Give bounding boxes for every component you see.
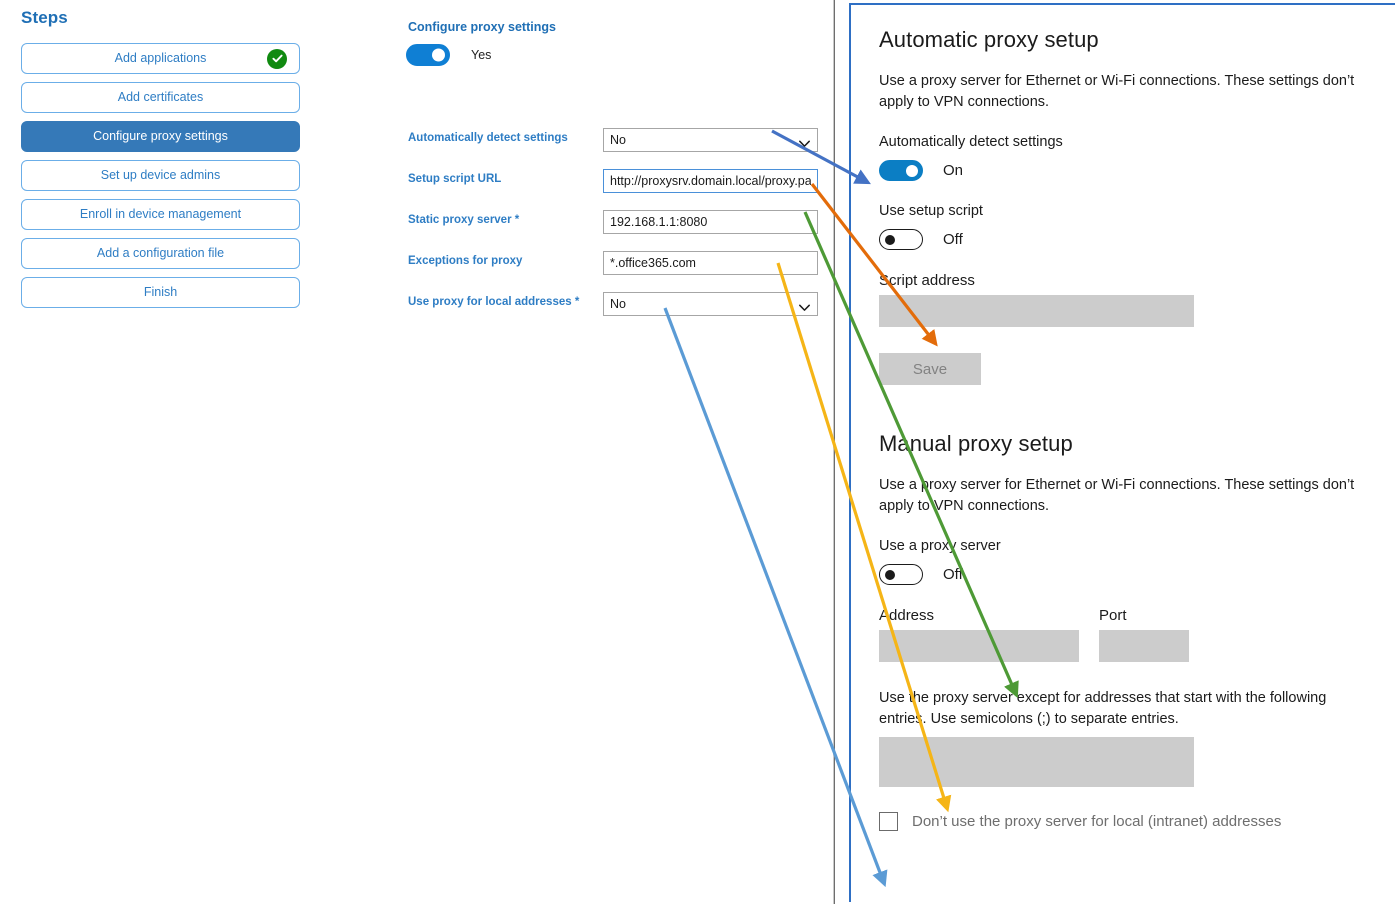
field-row-setup-script-url: Setup script URL http://proxysrv.domain.… xyxy=(320,169,834,210)
bypass-local-addresses-row: Don’t use the proxy server for local (in… xyxy=(879,812,1395,832)
script-address-input[interactable] xyxy=(879,295,1194,328)
port-column: Port xyxy=(1099,607,1189,663)
exceptions-input[interactable] xyxy=(879,737,1194,788)
address-column: Address xyxy=(879,607,1079,663)
step-label: Finish xyxy=(143,285,178,300)
use-setup-script-state: Off xyxy=(943,231,963,249)
input-value: http://proxysrv.domain.local/proxy.pa xyxy=(610,174,811,188)
form-heading: Configure proxy settings xyxy=(408,20,556,34)
configure-proxy-toggle-row: Yes xyxy=(406,44,491,66)
input-value: *.office365.com xyxy=(610,256,696,270)
steps-list: Add applications Add certificates Config… xyxy=(21,43,300,316)
toggle-knob xyxy=(432,48,445,62)
step-label: Add certificates xyxy=(117,90,204,105)
exceptions-for-proxy-input[interactable]: *.office365.com xyxy=(603,251,818,275)
sidebar-step-enroll-in-device-management[interactable]: Enroll in device management xyxy=(21,199,300,230)
automatically-detect-settings-toggle-row: On xyxy=(879,160,1395,182)
sidebar-step-add-applications[interactable]: Add applications xyxy=(21,43,300,74)
sidebar-step-add-a-configuration-file[interactable]: Add a configuration file xyxy=(21,238,300,269)
bypass-local-addresses-label: Don’t use the proxy server for local (in… xyxy=(912,813,1282,831)
field-label: Exceptions for proxy xyxy=(408,255,523,267)
address-label: Address xyxy=(879,607,935,625)
field-label: Setup script URL xyxy=(408,173,502,185)
manual-proxy-setup-heading: Manual proxy setup xyxy=(879,431,1073,457)
sidebar-step-finish[interactable]: Finish xyxy=(21,277,300,308)
automatic-proxy-description: Use a proxy server for Ethernet or Wi-Fi… xyxy=(879,73,1355,110)
automatically-detect-settings-select[interactable]: No xyxy=(603,128,818,152)
port-label: Port xyxy=(1099,607,1127,625)
select-value: No xyxy=(610,297,626,311)
proxy-form-panel: Configure proxy settings Yes Automatical… xyxy=(320,0,834,904)
script-address-label: Script address xyxy=(879,272,975,290)
use-a-proxy-server-state: Off xyxy=(943,566,963,584)
field-label: Use proxy for local addresses * xyxy=(408,296,580,308)
step-label: Add applications xyxy=(114,51,207,66)
exceptions-description: Use the proxy server except for addresse… xyxy=(879,690,1327,727)
field-row-exceptions-for-proxy: Exceptions for proxy *.office365.com xyxy=(320,251,834,292)
required-asterisk: * xyxy=(571,296,580,308)
bypass-local-addresses-checkbox[interactable] xyxy=(879,812,898,832)
configure-proxy-toggle[interactable] xyxy=(406,44,450,66)
sidebar-step-set-up-device-admins[interactable]: Set up device admins xyxy=(21,160,300,191)
chevron-down-icon xyxy=(799,137,810,147)
use-a-proxy-server-toggle[interactable] xyxy=(879,564,923,586)
use-setup-script-label: Use setup script xyxy=(879,203,983,220)
step-label: Enroll in device management xyxy=(79,207,242,222)
steps-panel: Steps Add applications Add certificates … xyxy=(0,0,320,904)
sidebar-step-add-certificates[interactable]: Add certificates xyxy=(21,82,300,113)
address-input[interactable] xyxy=(879,630,1079,663)
steps-panel-title: Steps xyxy=(21,8,68,27)
static-proxy-server-input[interactable]: 192.168.1.1:8080 xyxy=(603,210,818,234)
automatically-detect-settings-state: On xyxy=(943,162,964,180)
field-row-use-proxy-for-local-addresses: Use proxy for local addresses * No xyxy=(320,292,834,333)
chevron-down-icon xyxy=(799,301,810,311)
select-value: No xyxy=(610,133,626,147)
address-port-row: Address Port xyxy=(879,607,1395,663)
field-row-static-proxy-server: Static proxy server * 192.168.1.1:8080 xyxy=(320,210,834,251)
check-circle-icon xyxy=(267,48,287,69)
windows-proxy-settings-panel: Automatic proxy setup Use a proxy server… xyxy=(849,3,1395,902)
use-setup-script-toggle-row: Off xyxy=(879,229,1395,251)
use-setup-script-toggle[interactable] xyxy=(879,229,923,251)
use-a-proxy-server-toggle-row: Off xyxy=(879,564,1395,586)
step-label: Configure proxy settings xyxy=(93,129,228,144)
step-label: Set up device admins xyxy=(100,168,221,183)
panel-divider-dark xyxy=(834,0,835,904)
windows-settings-content: Automatic proxy setup Use a proxy server… xyxy=(851,27,1395,832)
toggle-knob xyxy=(885,234,895,245)
use-proxy-for-local-addresses-select[interactable]: No xyxy=(603,292,818,316)
required-asterisk: * xyxy=(511,214,520,226)
use-a-proxy-server-label: Use a proxy server xyxy=(879,538,1001,555)
configure-proxy-toggle-state: Yes xyxy=(471,48,492,62)
toggle-knob xyxy=(885,569,895,580)
automatically-detect-settings-label: Automatically detect settings xyxy=(879,134,1063,151)
input-value: 192.168.1.1:8080 xyxy=(610,215,708,229)
manual-proxy-description: Use a proxy server for Ethernet or Wi-Fi… xyxy=(879,477,1355,514)
toggle-knob xyxy=(906,164,918,177)
save-button[interactable]: Save xyxy=(879,353,981,386)
field-label: Static proxy server * xyxy=(408,214,520,226)
step-label: Add a configuration file xyxy=(96,246,225,261)
form-fields: Automatically detect settings No Setup s… xyxy=(320,128,834,333)
field-row-automatically-detect-settings: Automatically detect settings No xyxy=(320,128,834,169)
field-label: Automatically detect settings xyxy=(408,132,568,144)
setup-script-url-input[interactable]: http://proxysrv.domain.local/proxy.pa xyxy=(603,169,818,193)
sidebar-step-configure-proxy-settings[interactable]: Configure proxy settings xyxy=(21,121,300,152)
automatically-detect-settings-toggle[interactable] xyxy=(879,160,923,182)
port-input[interactable] xyxy=(1099,630,1189,663)
automatic-proxy-setup-heading: Automatic proxy setup xyxy=(879,27,1099,52)
